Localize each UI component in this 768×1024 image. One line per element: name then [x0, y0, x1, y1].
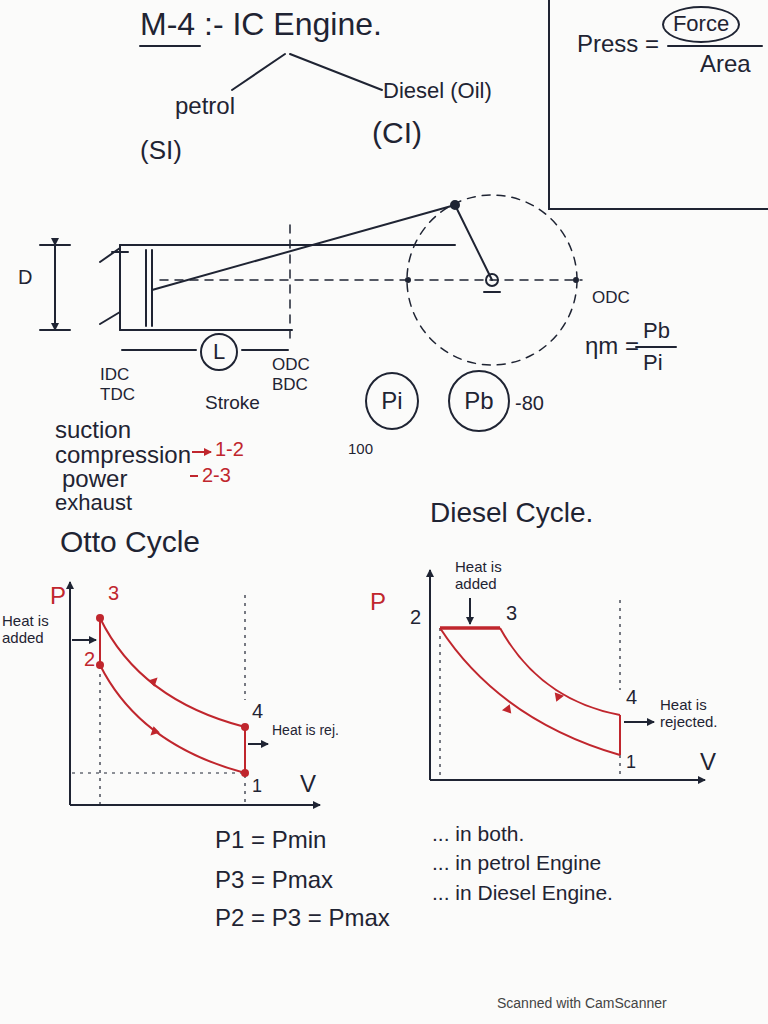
note-label: 1-2 [215, 438, 244, 461]
circled-text: Pi [381, 388, 402, 414]
note-label: 1 [626, 752, 636, 773]
note-label: P [370, 588, 386, 616]
note-label: suction [55, 416, 131, 444]
note-label: petrol [175, 92, 235, 120]
note-label: ... in Diesel Engine. [432, 881, 613, 905]
note-label: Stroke [205, 392, 260, 414]
note-label: (SI) [140, 136, 182, 166]
note-label: ODC [272, 355, 310, 375]
note-label: BDC [272, 375, 308, 395]
circled-symbol: Pb [448, 370, 510, 432]
formula-text: Press = [577, 30, 659, 58]
note-label: ODC [592, 288, 630, 308]
formula-text: Area [700, 50, 751, 78]
note-label: TDC [100, 385, 135, 405]
note-label: 2 [410, 606, 421, 629]
circled-text: L [213, 340, 225, 364]
note-label: P1 = Pmin [215, 826, 326, 854]
note-label: 1 [252, 776, 262, 797]
note-label: P3 = Pmax [215, 866, 333, 894]
circled-word: Force [662, 6, 740, 43]
watermark: Scanned with CamScanner [497, 995, 667, 1011]
note-label: Heat is rej. [272, 722, 344, 738]
note-label: 4 [252, 700, 263, 723]
note-label: Pi [643, 350, 663, 375]
note-label: 3 [506, 602, 517, 625]
note-label: ... in both. [432, 822, 524, 846]
formula-box: Press = Area Force [548, 0, 768, 210]
note-label: Diesel Cycle. [430, 497, 593, 529]
note-label: Heat is rejected. [660, 696, 764, 731]
note-label: V [300, 770, 316, 798]
note-label: compression [55, 441, 191, 469]
note-label: power [62, 465, 127, 493]
note-label: 4 [626, 686, 637, 709]
note-label: -80 [515, 392, 544, 415]
note-label: Pb [643, 318, 670, 343]
note-label: P [50, 582, 66, 610]
note-label: ... in petrol Engine [432, 851, 601, 875]
note-label: Diesel (Oil) [383, 78, 492, 103]
note-label: 100 [348, 440, 373, 457]
note-label: 2 [84, 648, 95, 671]
note-label: Heat is added [2, 612, 62, 647]
note-label: Heat is added [455, 558, 529, 593]
circled-text: Pb [464, 388, 493, 414]
note-label: P2 = P3 = Pmax [215, 904, 390, 932]
page-title: M-4 :- IC Engine. [140, 6, 382, 43]
note-label: 2-3 [202, 464, 231, 487]
note-label: Otto Cycle [60, 525, 200, 560]
note-label: 3 [108, 582, 119, 605]
note-label: exhaust [55, 490, 132, 515]
note-label: D [18, 266, 32, 289]
note-label: (CI) [372, 116, 422, 151]
circled-text: Force [673, 12, 729, 36]
circled-symbol: Pi [365, 372, 419, 430]
note-label: IDC [100, 365, 129, 385]
circled-symbol: L [200, 333, 238, 371]
note-label: ηm = [585, 332, 639, 360]
note-label: V [700, 748, 716, 776]
